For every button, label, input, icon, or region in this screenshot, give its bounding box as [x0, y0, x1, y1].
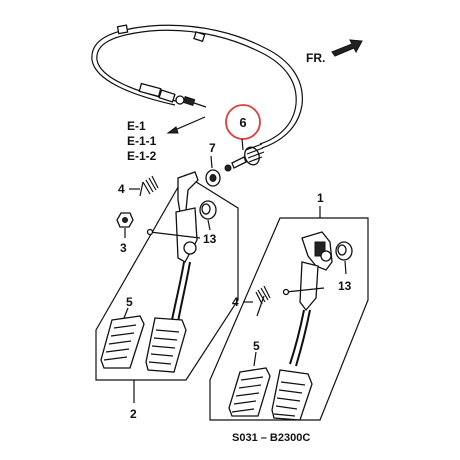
front-arrow-icon — [331, 39, 363, 57]
ref-code: E-1 — [127, 119, 146, 133]
washer-part: 7 — [205, 141, 221, 187]
throttle-cable — [91, 24, 303, 149]
callout-number: 4 — [232, 295, 239, 309]
figure-code: S031 – B2300C — [232, 432, 310, 444]
callout-number: 13 — [203, 232, 217, 246]
front-direction-indicator: FR. — [306, 39, 363, 65]
ref-code: E-1-2 — [127, 149, 157, 163]
highlight-circle — [225, 104, 261, 140]
callout-number: 1 — [317, 191, 324, 205]
pedal-assembly-left: 4 3 13 5 2 — [95, 171, 239, 421]
reference-codes: E-1 E-1-1 E-1-2 — [127, 116, 206, 163]
callout-number: 5 — [253, 339, 260, 353]
ref-code: E-1-1 — [127, 134, 157, 148]
callout-number: 3 — [120, 241, 127, 255]
callout-number: 5 — [126, 295, 133, 309]
direction-label: FR. — [306, 51, 325, 65]
callout-number: 13 — [338, 279, 352, 293]
cable-clip — [224, 143, 265, 172]
callout-number: 7 — [209, 141, 216, 155]
callout-number: 4 — [118, 182, 125, 196]
highlighted-callout[interactable]: 6 — [225, 104, 261, 151]
pedal-assembly-right: 1 13 4 5 — [209, 191, 369, 421]
callout-number: 2 — [130, 407, 137, 421]
callout-number: 6 — [239, 115, 246, 130]
